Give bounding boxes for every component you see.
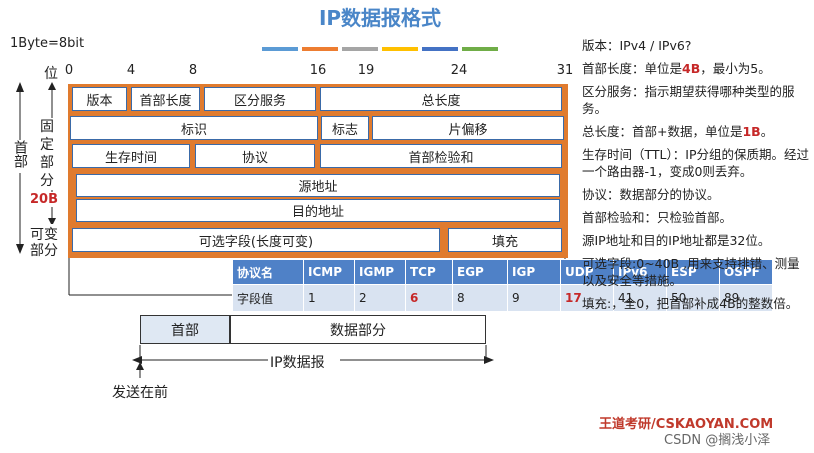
protocol-value: 89 [719,284,773,312]
note: 首部长度：单位是4B，最小为5。 [582,61,771,76]
protocol-header: TCP [405,259,453,285]
bit-label: 8 [188,63,198,78]
field-source-address: 源地址 [76,174,560,197]
field-service-type: 区分服务 [204,87,316,111]
page-title: IP数据报格式 [318,6,442,30]
variable-part-label: 可变 [30,224,58,244]
header-side-label: 首部 [11,140,29,173]
note: 版本：IPv4 / IPv6? [582,38,692,53]
protocol-header: IGP [507,259,561,285]
datagram-label: IP数据报 [270,355,325,371]
note: 可选字段:0~40B ,用来支持排错、测量以及安全等措施。 [582,256,800,288]
field-header-length: 首部长度 [131,87,200,111]
field-total-length: 总长度 [320,87,562,111]
bit-axis-label: 位 [44,66,58,82]
notes-panel: 版本：IPv4 / IPv6? 首部长度：单位是4B，最小为5。 区分服务：指示… [582,37,810,318]
title-stripe [462,47,498,51]
protocol-value: 9 [507,284,561,312]
protocol-value: 41 [613,284,667,312]
bit-label: 24 [450,63,468,78]
packet-header-box: 首部 [140,315,230,344]
protocol-value: 17 [560,284,614,312]
protocol-header: ICMP [303,259,355,285]
note: 总长度：首部+数据，单位是1B。 [582,124,774,139]
protocol-value: 2 [354,284,406,312]
note: 填充:，全0，把首部补成4B的整数倍。 [582,296,799,311]
protocol-header: IGMP [354,259,406,285]
field-checksum: 首部检验和 [320,144,562,168]
field-ttl: 生存时间 [72,144,190,168]
protocol-header: UDP [560,259,614,285]
protocol-value: 50 [666,284,720,312]
packet-data-box: 数据部分 [230,315,486,344]
protocol-header: OSPF [719,259,773,285]
note: 协议：数据部分的协议。 [582,187,720,202]
protocol-header: 协议名 [232,259,304,285]
watermark: CSDN @搁浅小泽 [664,433,771,448]
title-stripe [262,47,298,51]
title-stripe [342,47,378,51]
title-stripe [382,47,418,51]
bit-label: 19 [357,63,375,78]
byte-note: 1Byte=8bit [10,36,85,51]
title-stripe [422,47,458,51]
variable-part-label-2: 部分 [30,240,58,260]
field-protocol: 协议 [195,144,315,168]
field-identification: 标识 [70,116,318,140]
table-row: 字段值 1 2 6 8 9 17 41 50 89 [232,284,773,312]
protocol-row-label: 字段值 [232,284,304,312]
field-version: 版本 [72,87,127,111]
bit-label: 0 [64,63,74,78]
send-first-label: 发送在前 [112,385,168,401]
protocol-header-row: 协议名 ICMP IGMP TCP EGP IGP UDP IPv6 ESP O… [232,259,773,285]
bit-label: 4 [126,63,136,78]
field-fragment-offset: 片偏移 [372,116,564,140]
field-destination-address: 目的地址 [76,199,560,222]
fixed-part-label: 固 定 部 分 [36,118,58,190]
title-stripe [302,47,338,51]
note: 生存时间（TTL）：IP分组的保质期。经过一个路由器-1，变成0则丢弃。 [582,147,809,179]
bit-label: 31 [556,63,574,78]
protocol-header: IPv6 [613,259,667,285]
field-flags: 标志 [321,116,369,140]
protocol-header: ESP [666,259,720,285]
protocol-value: 8 [452,284,508,312]
note: 区分服务：指示期望获得哪种类型的服务。 [582,84,795,116]
title-stripes [262,36,502,51]
protocol-table: 协议名 ICMP IGMP TCP EGP IGP UDP IPv6 ESP O… [232,259,773,312]
field-padding: 填充 [448,228,562,252]
field-options: 可选字段(长度可变) [72,228,440,252]
protocol-value: 1 [303,284,355,312]
brand-logo: 王道考研/CSKAOYAN.COM [599,417,774,432]
protocol-header: EGP [452,259,508,285]
fixed-size-label: 20B [30,192,58,207]
note: 首部检验和：只检验首部。 [582,210,733,225]
protocol-value: 6 [405,284,453,312]
bit-label: 16 [309,63,327,78]
note: 源IP地址和目的IP地址都是32位。 [582,233,771,248]
